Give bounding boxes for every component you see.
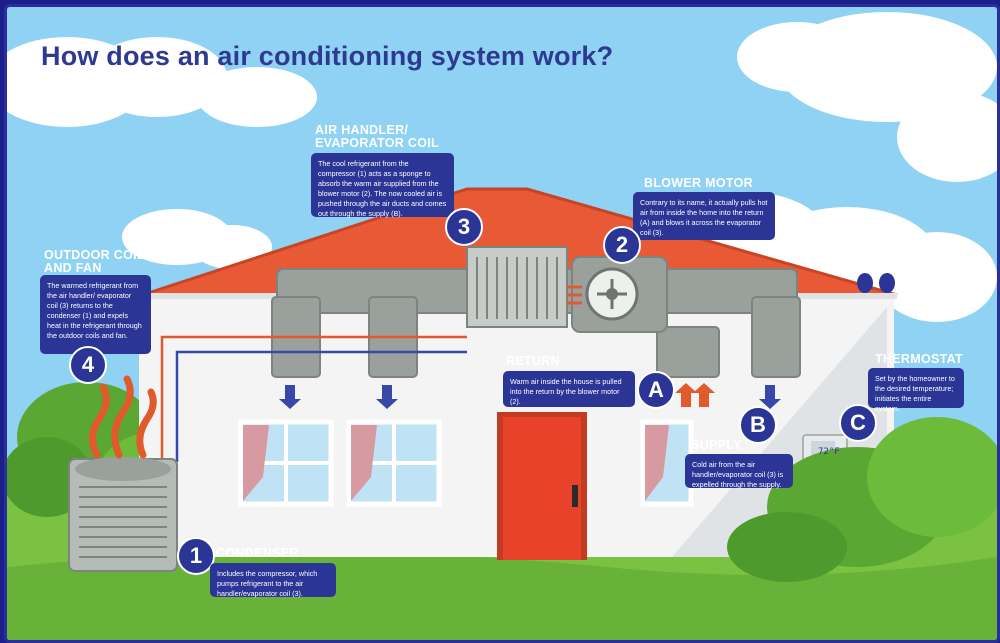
supply-text: Cold air from the air handler/evaporator…: [692, 460, 784, 489]
return-heading: Return: [506, 354, 560, 368]
supply-vent-arrows: [279, 385, 781, 409]
outdoor-coils-heading: Outdoor Coils and Fan: [44, 248, 154, 275]
return-text: Warm air inside the house is pulled into…: [510, 377, 622, 406]
thermostat-display: 72°F: [818, 447, 840, 457]
supply-heading: Supply: [691, 438, 742, 452]
marker-b: B: [739, 406, 777, 444]
evaporator-coil: [466, 246, 568, 328]
blower-fan: [567, 267, 639, 321]
condenser-heading: Condenser: [216, 546, 299, 560]
outdoor-coils-text: The warmed refrigerant from the air hand…: [47, 281, 142, 340]
blower-motor-heading: Blower Motor: [644, 176, 753, 190]
condenser-text: Includes the compressor, which pumps ref…: [217, 569, 318, 598]
air-handler-card: The cool refrigerant from the compressor…: [311, 153, 454, 218]
condenser-unit: [68, 457, 178, 572]
return-vent-arrows: [675, 383, 715, 407]
condenser-card: Includes the compressor, which pumps ref…: [210, 563, 336, 598]
refrigerant-lines: [160, 335, 467, 462]
right-bushes: [727, 417, 997, 582]
marker-c: C: [839, 404, 877, 442]
blower-motor-card: Contrary to its name, it actually pulls …: [633, 192, 775, 240]
house-scene: [7, 7, 997, 640]
supply-card: Cold air from the air handler/evaporator…: [685, 454, 793, 489]
birds: [857, 273, 895, 293]
thermostat-card: Set by the homeowner to the desired temp…: [868, 368, 964, 413]
infographic-frame: How does an air conditioning system work…: [4, 4, 1000, 643]
heat-waves: [89, 375, 157, 459]
thermostat-text: Set by the homeowner to the desired temp…: [875, 374, 955, 413]
windows: [238, 419, 694, 507]
return-card: Warm air inside the house is pulled into…: [503, 371, 635, 407]
marker-a: A: [637, 371, 675, 409]
outdoor-coils-card: The warmed refrigerant from the air hand…: [40, 275, 151, 354]
marker-3: 3: [445, 208, 483, 246]
front-door: [497, 412, 587, 560]
marker-1: 1: [177, 537, 215, 575]
air-handler-text: The cool refrigerant from the compressor…: [318, 159, 447, 218]
blower-motor-text: Contrary to its name, it actually pulls …: [640, 198, 768, 237]
marker-2: 2: [603, 226, 641, 264]
thermostat-heading: Thermostat: [875, 352, 963, 366]
marker-4: 4: [69, 346, 107, 384]
air-handler-heading: Air Handler/ Evaporator Coil: [315, 123, 439, 150]
page-title: How does an air conditioning system work…: [41, 41, 614, 71]
